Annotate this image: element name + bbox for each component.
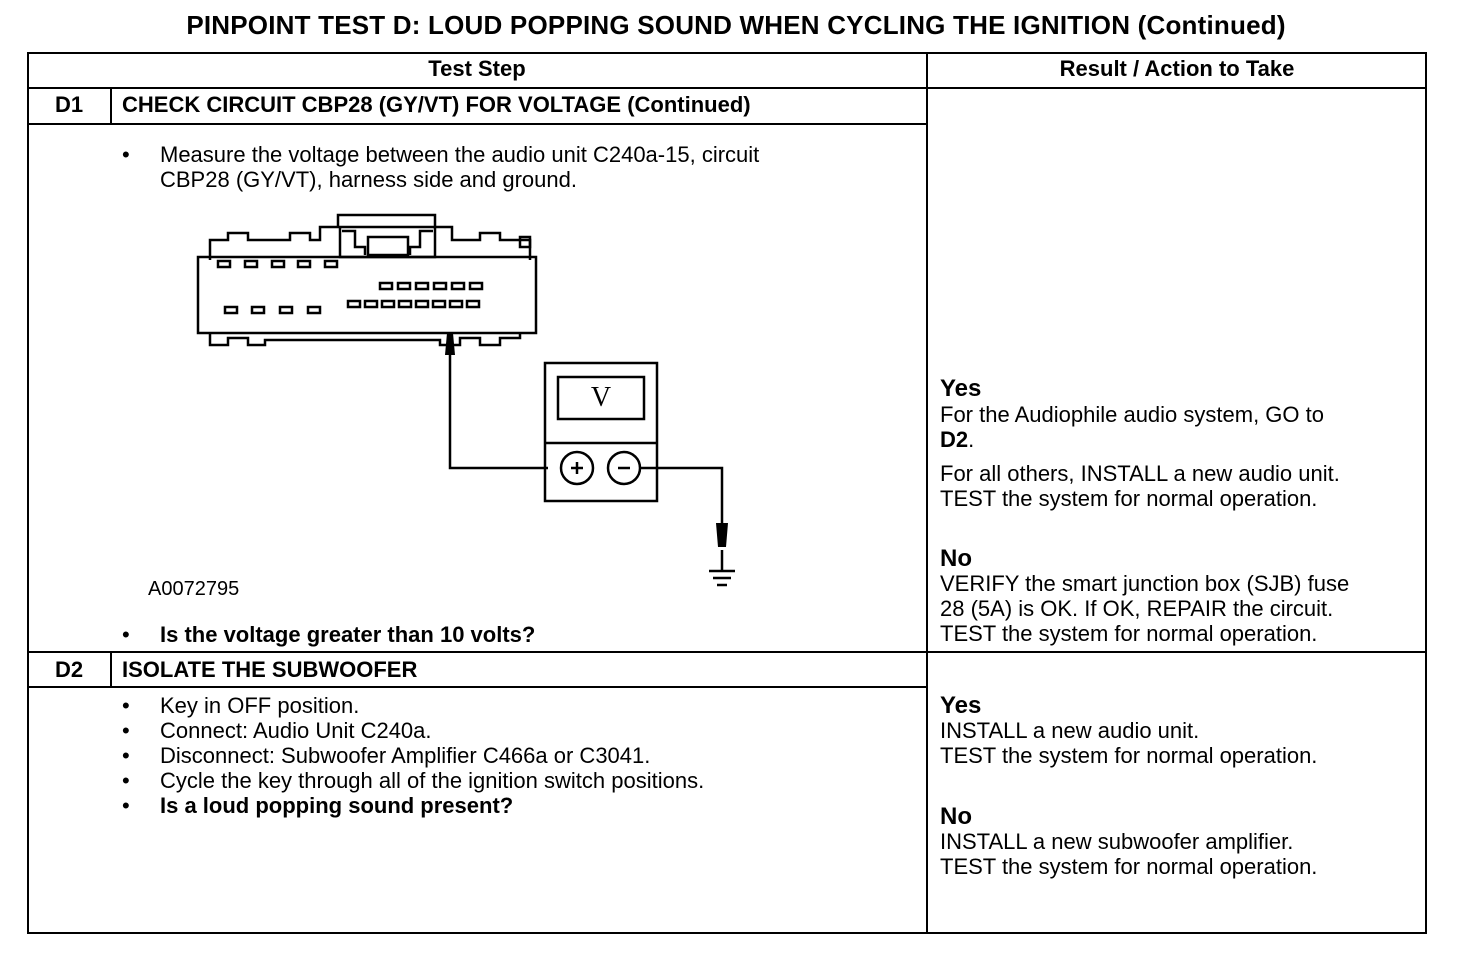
d1-yes-action: For the Audiophile audio system, GO to D…: [940, 402, 1340, 511]
d2-yes-heading: Yes: [940, 692, 982, 719]
d2-no-heading: No: [940, 803, 972, 830]
meter-label: V: [591, 382, 611, 413]
d2-step-1: Key in OFF position.: [160, 693, 360, 718]
d2-no-action: INSTALL a new subwoofer amplifier. TEST …: [940, 829, 1318, 879]
connector-voltmeter-diagram: V: [196, 213, 735, 587]
bullet: •: [122, 622, 130, 647]
d2-id-divider: [110, 652, 112, 687]
d1-question: Is the voltage greater than 10 volts?: [160, 622, 536, 647]
d2-title-divider: [27, 686, 927, 688]
page-title: PINPOINT TEST D: LOUD POPPING SOUND WHEN…: [186, 10, 1286, 40]
d1-instruction: Measure the voltage between the audio un…: [160, 142, 760, 192]
bullet: •: [122, 793, 130, 818]
bullet: •: [122, 718, 130, 743]
row-divider: [27, 651, 1427, 653]
d1-no-action: VERIFY the smart junction box (SJB) fuse…: [940, 571, 1350, 646]
d2-step-title: ISOLATE THE SUBWOOFER: [122, 657, 418, 682]
d1-title-divider: [27, 123, 927, 125]
d1-yes-heading: Yes: [940, 375, 982, 402]
header-test-step: Test Step: [428, 56, 526, 81]
figure-id: A0072795: [148, 578, 240, 600]
d2-step-id: D2: [54, 657, 84, 682]
d1-step-title: CHECK CIRCUIT CBP28 (GY/VT) FOR VOLTAGE …: [122, 92, 751, 117]
bullet: •: [122, 693, 130, 718]
bullet: •: [122, 743, 130, 768]
bullet: •: [122, 768, 130, 793]
d2-step-3: Disconnect: Subwoofer Amplifier C466a or…: [160, 743, 651, 768]
d1-step-id: D1: [54, 92, 84, 117]
d1-no-heading: No: [940, 545, 972, 572]
d2-yes-action: INSTALL a new audio unit. TEST the syste…: [940, 718, 1318, 768]
d1-id-divider: [110, 88, 112, 124]
column-divider: [926, 52, 928, 934]
d2-step-4: Cycle the key through all of the ignitio…: [160, 768, 705, 793]
bullet: •: [122, 142, 130, 167]
header-divider: [27, 87, 1427, 89]
header-result: Result / Action to Take: [1059, 56, 1295, 81]
test-table: [27, 52, 1427, 934]
d2-question: Is a loud popping sound present?: [160, 793, 514, 818]
d2-step-2: Connect: Audio Unit C240a.: [160, 718, 432, 743]
